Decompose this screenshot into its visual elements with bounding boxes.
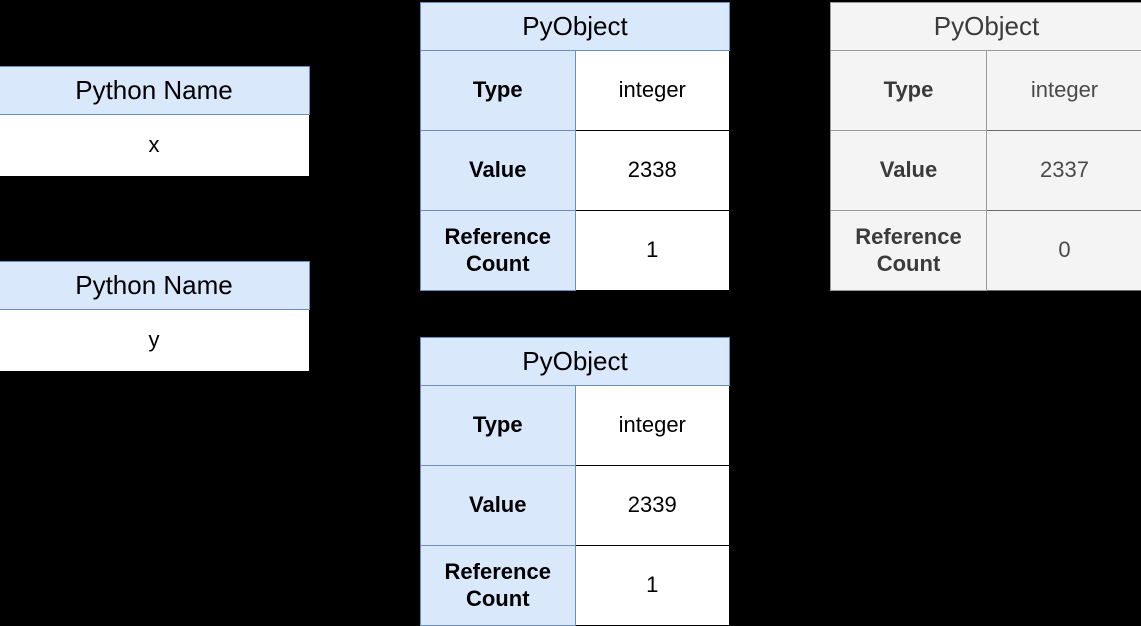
pyobject-field-value-refcount: 1 [574, 545, 730, 626]
pyobject-field-label-type: Type [420, 385, 576, 466]
table-row: PyObject [830, 2, 1141, 51]
pyobject-field-label-refcount: Reference Count [830, 210, 987, 291]
pyobject-field-value-value: 2337 [986, 130, 1141, 211]
pyobject-field-value-refcount: 1 [574, 210, 730, 291]
pyobject-field-value-type: integer [986, 50, 1141, 131]
pyobject-field-label-value: Value [830, 130, 987, 211]
table-row: PyObject [420, 337, 730, 386]
table-row: Reference Count 0 [830, 210, 1141, 291]
python-name-value: x [0, 114, 310, 177]
python-name-value: y [0, 309, 310, 372]
pyobject-box-2339: PyObject Type integer Value 2339 Referen… [420, 337, 730, 626]
table-row: Value 2339 [420, 465, 730, 546]
table-row: Type integer [420, 50, 730, 131]
pyobject-field-label-value: Value [420, 130, 576, 211]
pyobject-title: PyObject [420, 2, 730, 51]
pyobject-field-value-value: 2338 [574, 130, 730, 211]
pyobject-field-label-refcount: Reference Count [420, 545, 576, 626]
pyobject-field-value-type: integer [574, 385, 730, 466]
pyobject-field-label-type: Type [830, 50, 987, 131]
table-row: Type integer [420, 385, 730, 466]
pyobject-title: PyObject [830, 2, 1141, 51]
table-row: Type integer [830, 50, 1141, 131]
python-name-header: Python Name [0, 66, 310, 115]
pyobject-field-label-refcount: Reference Count [420, 210, 576, 291]
table-row: Value 2337 [830, 130, 1141, 211]
pyobject-field-value-type: integer [574, 50, 730, 131]
table-row: Reference Count 1 [420, 210, 730, 291]
pyobject-field-label-type: Type [420, 50, 576, 131]
table-row: Reference Count 1 [420, 545, 730, 626]
table-row: y [0, 309, 310, 372]
pyobject-box-2337-dereferenced: PyObject Type integer Value 2337 Referen… [830, 2, 1141, 291]
pyobject-field-value-refcount: 0 [986, 210, 1141, 291]
table-row: Value 2338 [420, 130, 730, 211]
python-name-box-y: Python Name y [0, 261, 310, 372]
table-row: PyObject [420, 2, 730, 51]
table-row: x [0, 114, 310, 177]
pyobject-field-label-value: Value [420, 465, 576, 546]
pyobject-box-2338: PyObject Type integer Value 2338 Referen… [420, 2, 730, 291]
python-name-header: Python Name [0, 261, 310, 310]
pyobject-title: PyObject [420, 337, 730, 386]
pyobject-field-value-value: 2339 [574, 465, 730, 546]
python-name-box-x: Python Name x [0, 66, 310, 177]
table-row: Python Name [0, 261, 310, 310]
table-row: Python Name [0, 66, 310, 115]
